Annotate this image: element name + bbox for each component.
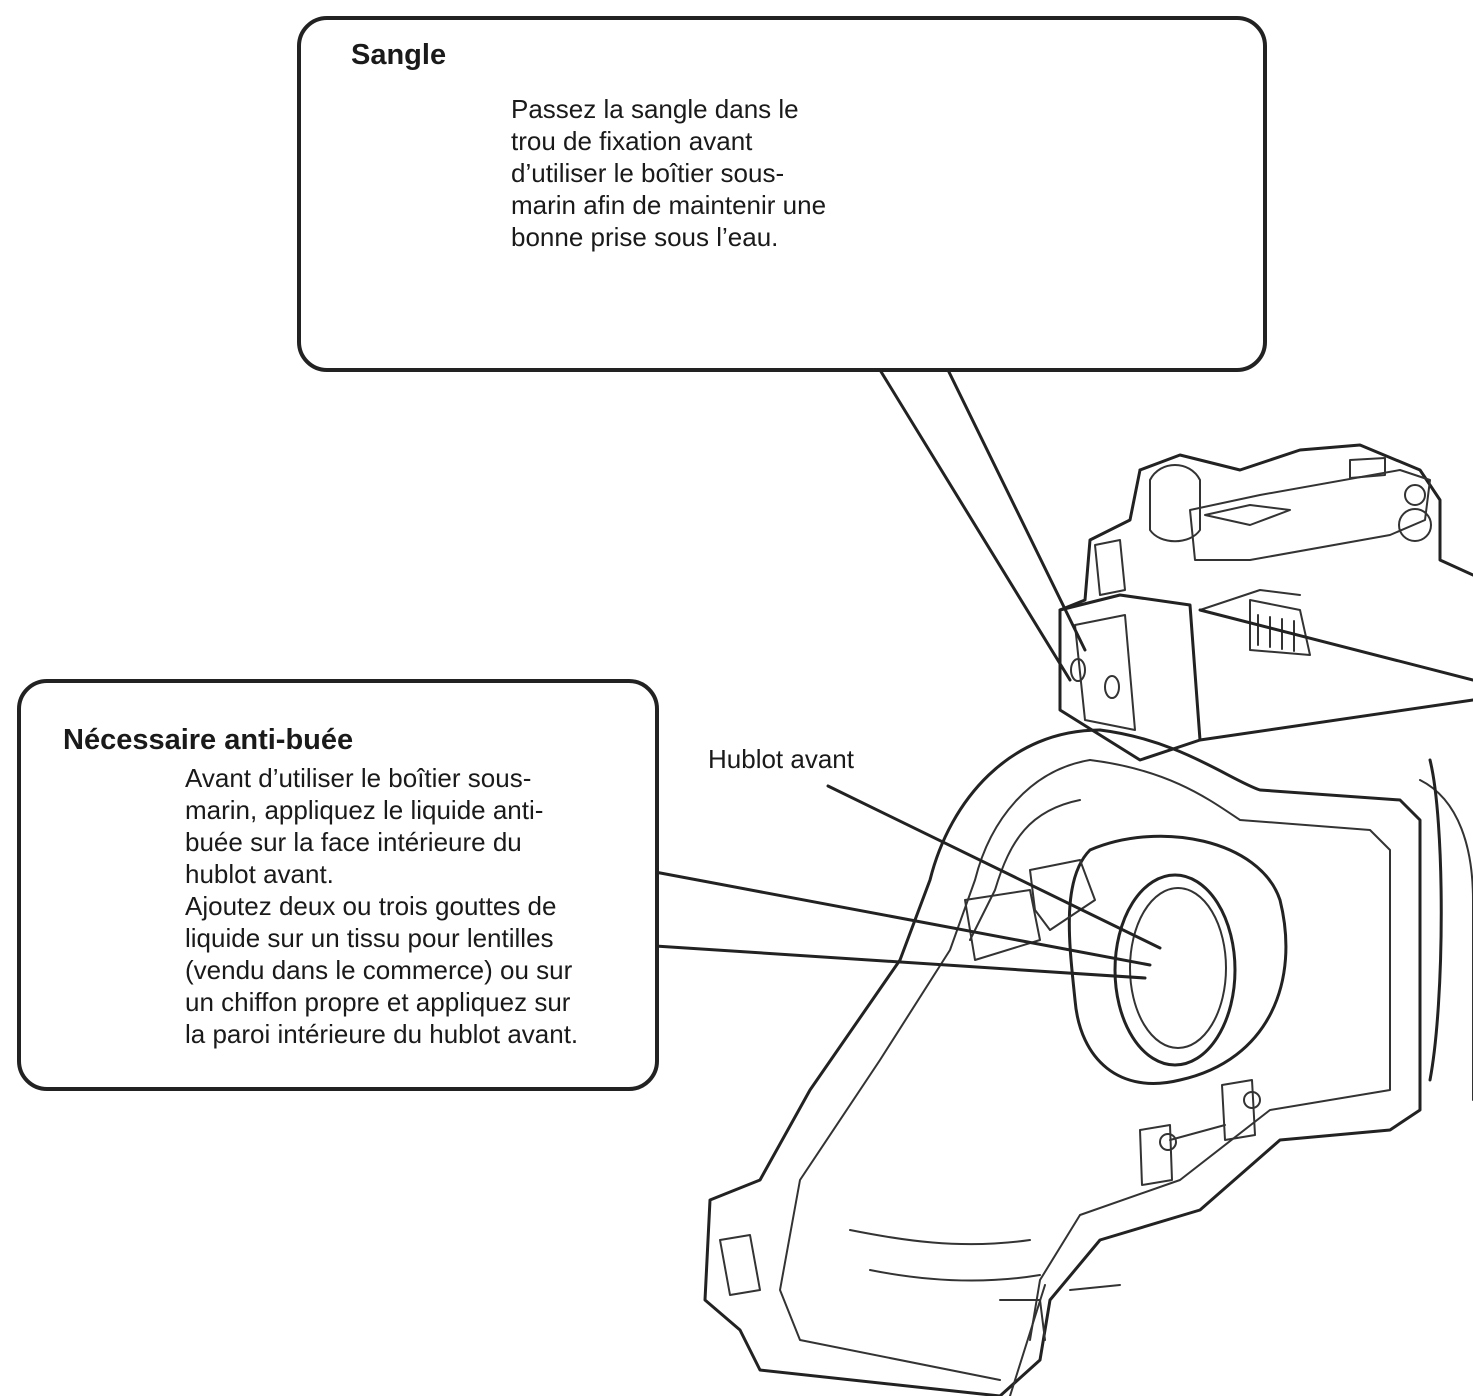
front-port-label: Hublot avant xyxy=(708,744,854,774)
buee-leader-line-upper xyxy=(653,870,1152,967)
anti-buee-line: Ajoutez deux ou trois gouttes de xyxy=(185,891,557,921)
sangle-leader-line-left xyxy=(878,368,1072,682)
anti-buee-callout: Nécessaire anti-buée Avant d’utiliser le… xyxy=(17,679,659,1091)
underwater-housing-illustration xyxy=(703,443,1473,1396)
sangle-callout: Sangle Passez la sangle dans le trou de … xyxy=(297,16,1267,372)
sangle-description: Passez la sangle dans le trou de fixatio… xyxy=(511,93,826,253)
anti-buee-line: buée sur la face intérieure du xyxy=(185,827,522,857)
sangle-leader-line-right xyxy=(946,368,1087,652)
sangle-line: Passez la sangle dans le xyxy=(511,94,799,124)
sangle-title: Sangle xyxy=(351,39,447,71)
anti-buee-line: liquide sur un tissu pour lentilles xyxy=(185,923,554,953)
anti-buee-title: Nécessaire anti-buée xyxy=(63,724,354,756)
sangle-line: trou de fixation avant xyxy=(511,126,753,156)
anti-buee-line: la paroi intérieure du hublot avant. xyxy=(185,1019,579,1049)
anti-buee-line: un chiffon propre et appliquez sur xyxy=(185,987,571,1017)
sangle-line: bonne prise sous l’eau. xyxy=(511,222,779,252)
anti-buee-description: Avant d’utiliser le boîtier sous- marin,… xyxy=(185,762,578,1050)
anti-buee-line: marin, appliquez le liquide anti- xyxy=(185,795,544,825)
sangle-line: d’utiliser le boîtier sous- xyxy=(511,158,785,188)
sangle-line: marin afin de maintenir une xyxy=(511,190,827,220)
anti-buee-line: Avant d’utiliser le boîtier sous- xyxy=(185,763,532,793)
anti-buee-line: hublot avant. xyxy=(185,859,334,889)
buee-leader-line-lower xyxy=(653,944,1147,980)
anti-buee-line: (vendu dans le commerce) ou sur xyxy=(185,955,573,985)
hublot-leader-line xyxy=(826,784,1162,950)
